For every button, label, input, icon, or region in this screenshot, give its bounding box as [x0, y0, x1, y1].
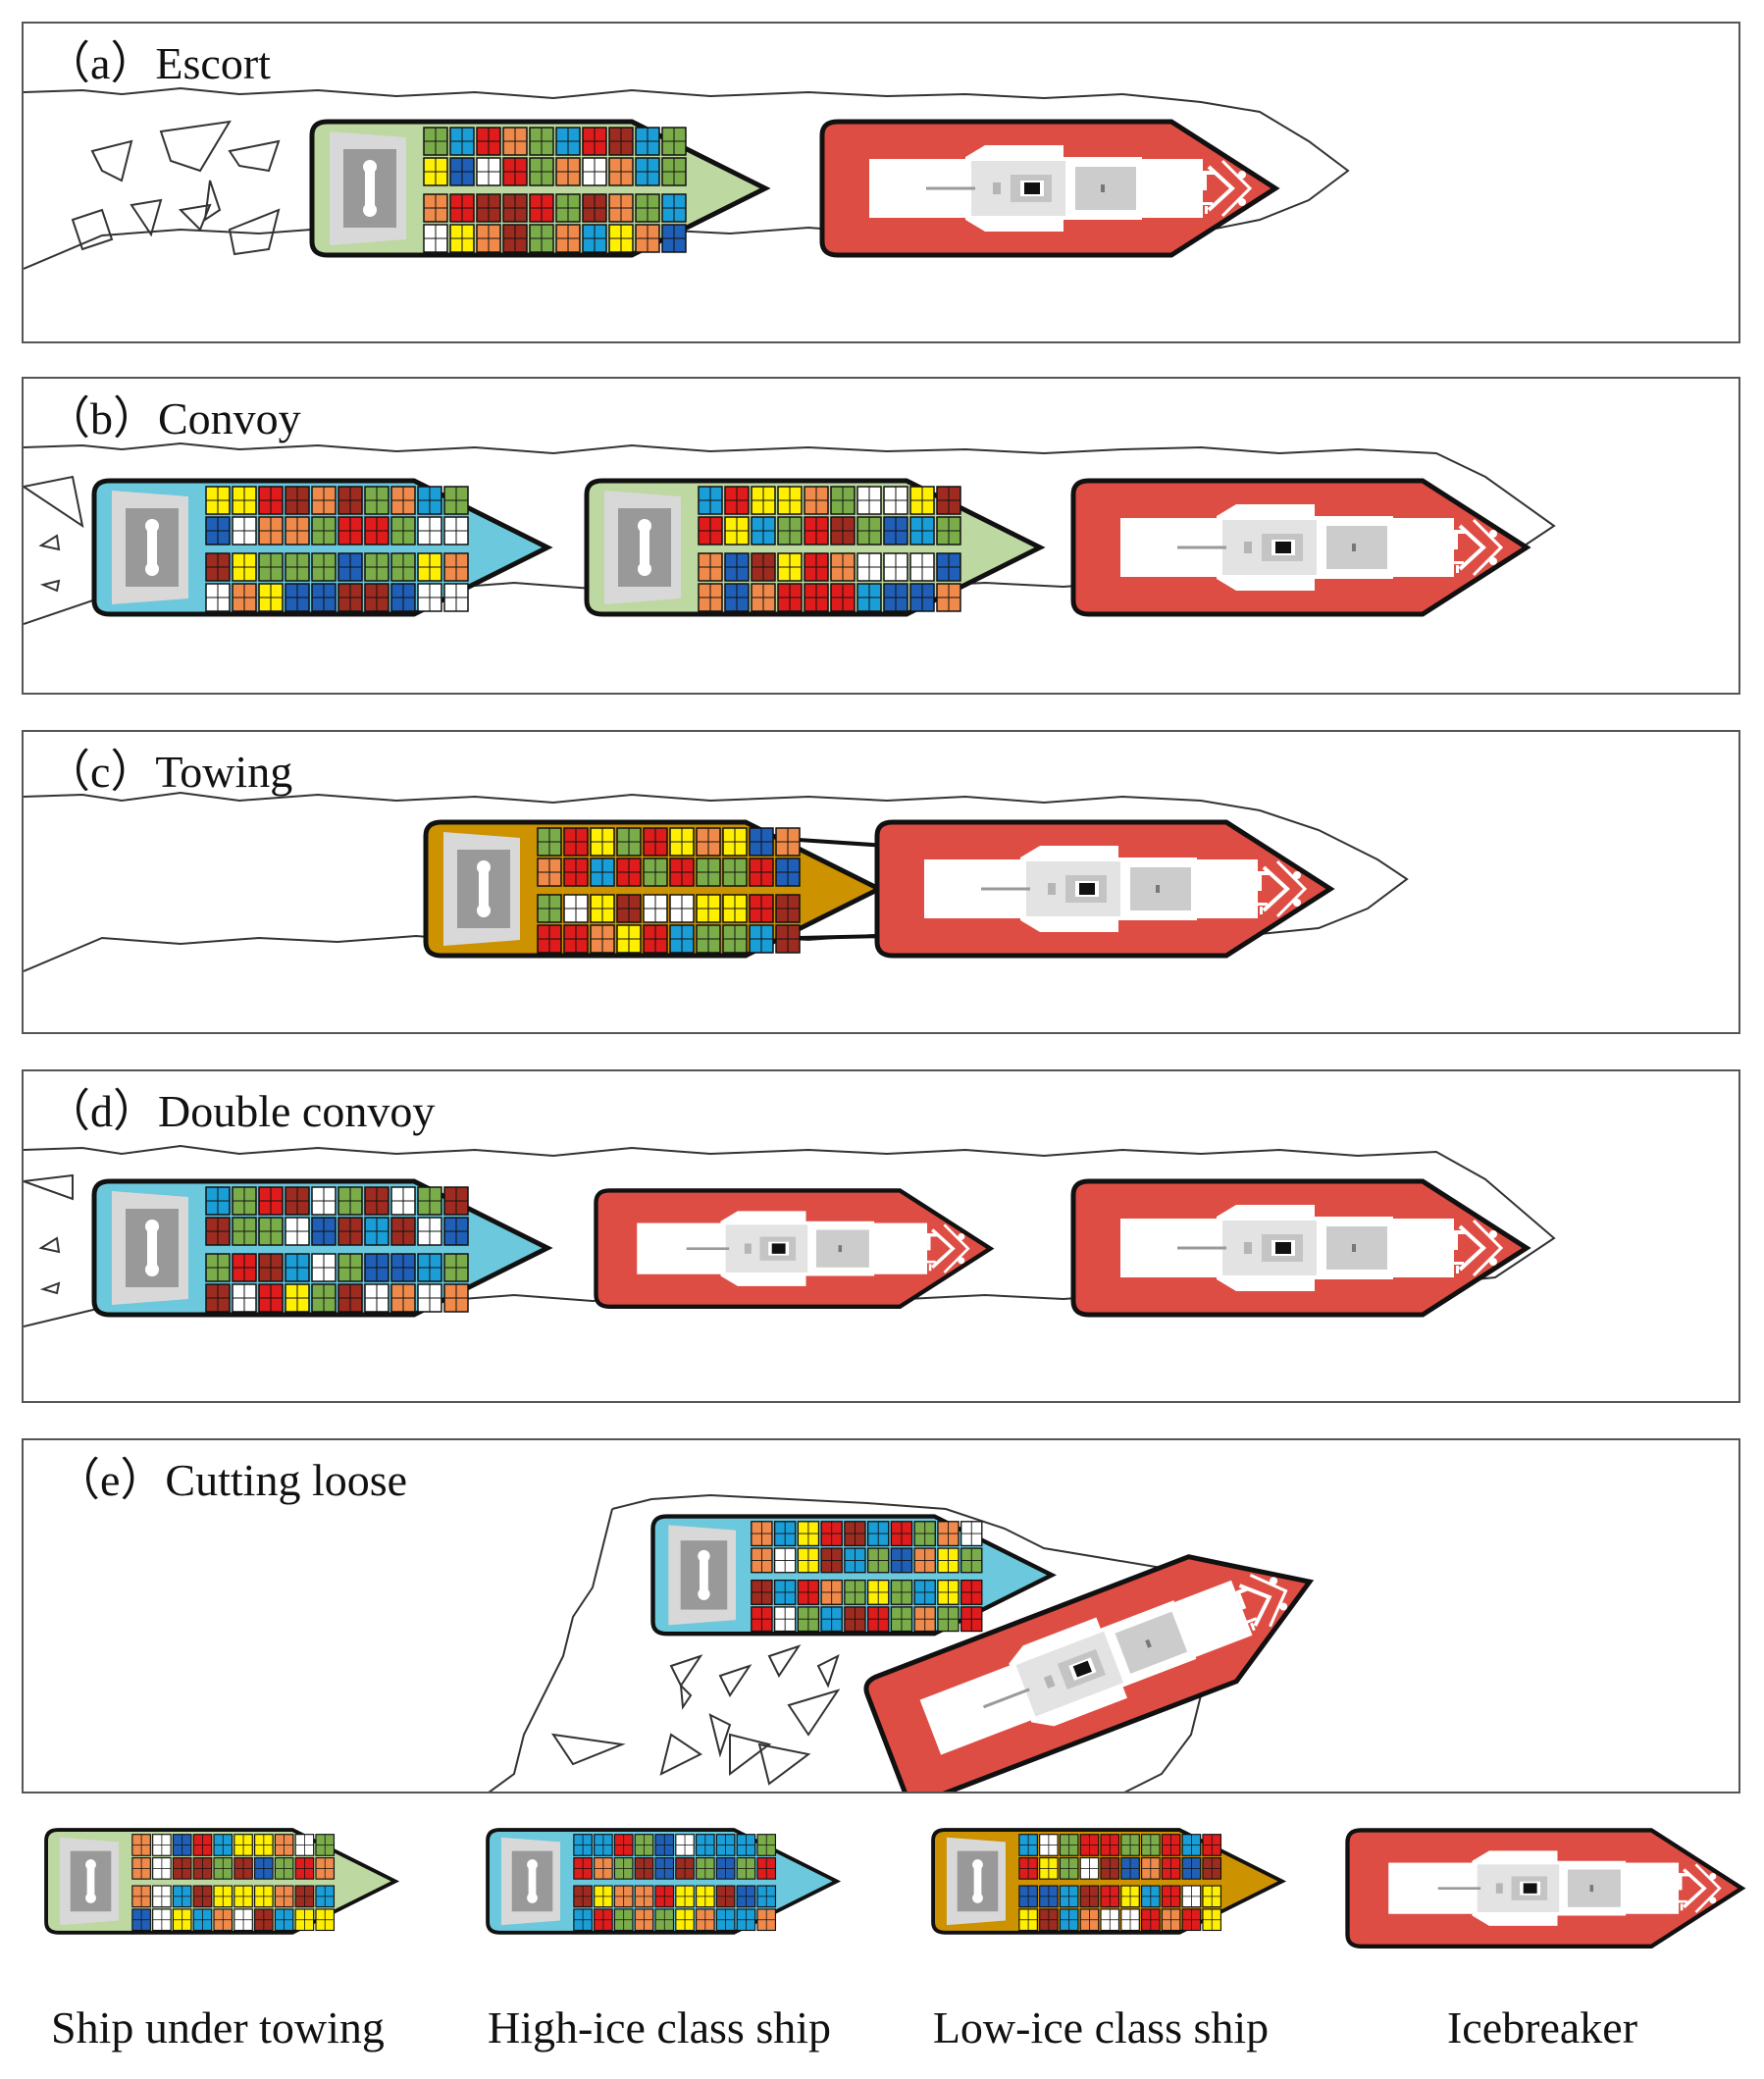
legend-label-high-ice: High-ice class ship	[487, 2002, 832, 2053]
high-ice-class-ship	[650, 1514, 1057, 1637]
ship-under-towing	[309, 119, 771, 258]
legend-label-towed: Ship under towing	[51, 2002, 385, 2053]
panel-title: （d）Double convoy	[45, 1086, 436, 1136]
panel-cutting-loose: （e）Cutting loose	[22, 1438, 1740, 1793]
ice-floes	[71, 120, 281, 256]
icebreaker-lead	[596, 1190, 990, 1306]
legend-towed-ship	[44, 1828, 400, 1935]
panel-towing: （c）Towing	[22, 730, 1740, 1034]
icebreaker	[822, 122, 1275, 255]
low-ice-class-ship	[423, 819, 885, 959]
ice-channel-escort	[24, 86, 1350, 270]
ice-channel-cutting-loose	[488, 1493, 1740, 1792]
legend-low-ice-ship	[931, 1828, 1287, 1935]
panel-double-convoy: （d）Double convoy	[22, 1069, 1740, 1403]
high-ice-class-ship	[91, 1178, 553, 1318]
ice-channel-double-convoy	[24, 1144, 1556, 1327]
panel-title: （e）Cutting loose	[55, 1455, 408, 1505]
ship-under-towing	[584, 478, 1046, 617]
legend-label-icebreaker: Icebreaker	[1446, 2002, 1638, 2053]
icebreaker	[1073, 481, 1527, 614]
panel-title: （a）Escort	[45, 38, 271, 88]
panel-title: （b）Convoy	[45, 393, 301, 443]
panel-convoy: （b）Convoy	[22, 377, 1740, 695]
legend-label-low-ice: Low-ice class ship	[932, 2002, 1270, 2053]
legend-icebreaker	[1340, 1825, 1762, 1972]
ice-floes	[24, 475, 84, 593]
ice-channel-towing	[24, 791, 1409, 972]
ice-floes	[550, 1644, 841, 1786]
high-ice-class-ship	[91, 478, 553, 617]
icebreaker	[877, 822, 1330, 956]
panel-title: （c）Towing	[45, 747, 293, 797]
tow-lines	[798, 838, 888, 940]
ice-floes	[24, 1173, 74, 1295]
container-stacks	[423, 127, 687, 253]
icebreaker	[1073, 1181, 1527, 1315]
panel-escort: （a）Escort	[22, 22, 1740, 343]
ice-channel-convoy	[24, 442, 1556, 625]
legend-high-ice-ship	[486, 1828, 842, 1935]
